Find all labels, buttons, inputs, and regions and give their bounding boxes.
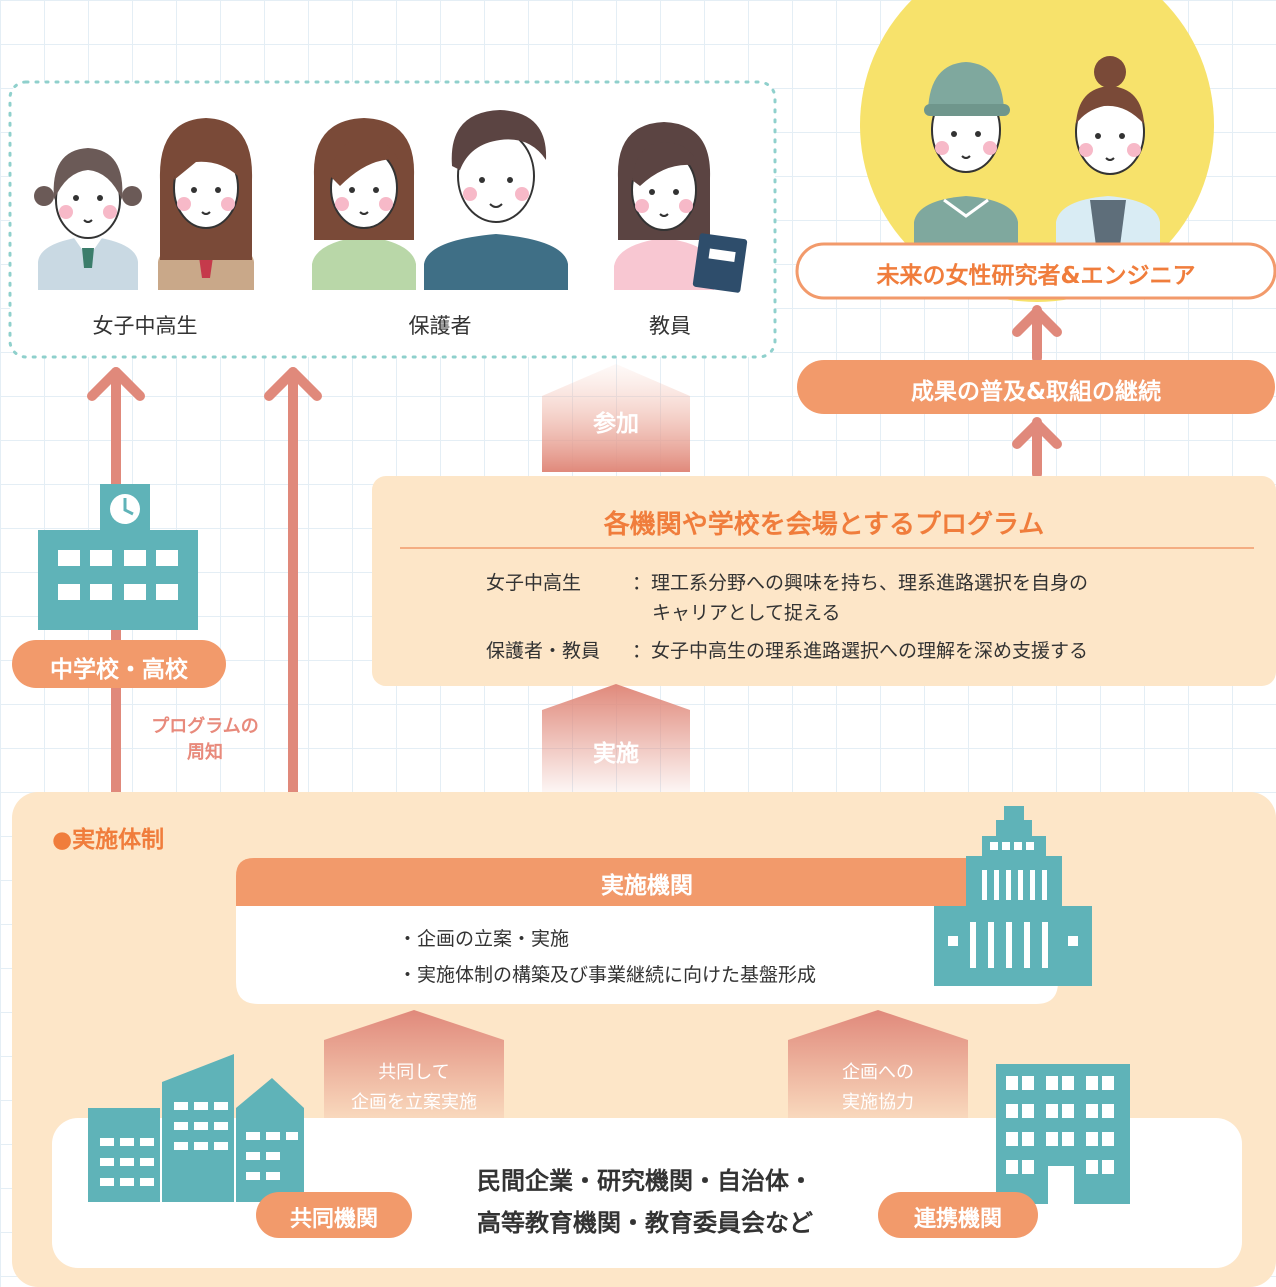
program-row1-text2: キャリアとして捉える [652, 602, 841, 624]
program-row1-key: 女子中高生 [486, 572, 582, 594]
student-girl-icon [34, 148, 142, 290]
cooperating-institutions-building-icon [996, 1064, 1130, 1204]
partners-line-1: 民間企業・研究機関・自治体・ [477, 1167, 813, 1195]
org-card-body [236, 906, 1058, 1004]
future-label: 未来の女性研究者&エンジニア [876, 263, 1196, 289]
coop-arrow-line-2: 実施協力 [842, 1092, 914, 1113]
parents-label: 保護者 [408, 314, 472, 338]
notice-line-1: プログラムの [151, 716, 259, 737]
girls-label: 女子中高生 [92, 314, 198, 338]
coop-arrow [788, 1010, 968, 1130]
government-building-icon [934, 806, 1092, 986]
partners-line-2: 高等教育機関・教育委員会など [477, 1209, 813, 1237]
system-heading: ●実施体制 [52, 827, 165, 853]
up-arrow-right-top [1012, 305, 1062, 363]
joint-pill [256, 1192, 412, 1238]
up-arrow-right-bottom [1012, 417, 1062, 479]
implement-arrow [542, 684, 690, 796]
school-building-icon [38, 484, 198, 630]
school-label: 中学校・高校 [50, 657, 188, 683]
spread-pill [797, 360, 1275, 414]
org-item-2: ・実施体制の構築及び事業継続に向けた基盤形成 [398, 964, 817, 986]
notice-label: プログラムの 周知 [130, 714, 280, 766]
joint-arrow-line-2: 企画を立案実施 [351, 1092, 477, 1113]
joint-label: 共同機関 [289, 1207, 378, 1232]
participate-label: 参加 [593, 411, 639, 437]
coop-arrow-line-1: 企画への [842, 1062, 914, 1083]
coop-arrow-label: 企画への 実施協力 [788, 1058, 968, 1118]
student-girl-2-icon [158, 118, 254, 290]
implement-label: 実施 [593, 741, 639, 767]
program-title: 各機関や学校を会場とするプログラム [603, 510, 1045, 540]
spread-label: 成果の普及&取組の継続 [910, 379, 1162, 405]
parent-mother-icon [312, 118, 416, 290]
coop-label: 連携機関 [913, 1207, 1002, 1232]
researcher-engineer-icon [914, 62, 1018, 246]
partners-text: 民間企業・研究機関・自治体・ 高等教育機関・教育委員会など [420, 1160, 870, 1244]
future-pill [795, 242, 1276, 300]
coop-pill [878, 1192, 1038, 1238]
org-item-1: ・企画の立案・実施 [398, 928, 570, 950]
teacher-icon [614, 122, 748, 293]
parent-father-icon [424, 110, 568, 290]
program-row2-text: ：女子中高生の理系進路選択への理解を深め支援する [632, 640, 1089, 662]
program-box [372, 476, 1276, 686]
participate-arrow [542, 364, 690, 472]
program-row2-key: 保護者・教員 [486, 640, 601, 662]
org-title: 実施機関 [601, 873, 693, 899]
org-card-header [236, 858, 1058, 906]
joint-arrow [324, 1010, 504, 1130]
school-pill [12, 640, 226, 688]
joint-arrow-line-1: 共同して [378, 1062, 450, 1083]
program-row1-text1: ：理工系分野への興味を持ち、理系進路選択を自身の [632, 572, 1089, 594]
teachers-label: 教員 [649, 314, 691, 338]
joint-arrow-label: 共同して 企画を立案実施 [324, 1058, 504, 1118]
researcher-scientist-icon [1056, 56, 1160, 246]
notice-line-2: 周知 [187, 742, 223, 763]
